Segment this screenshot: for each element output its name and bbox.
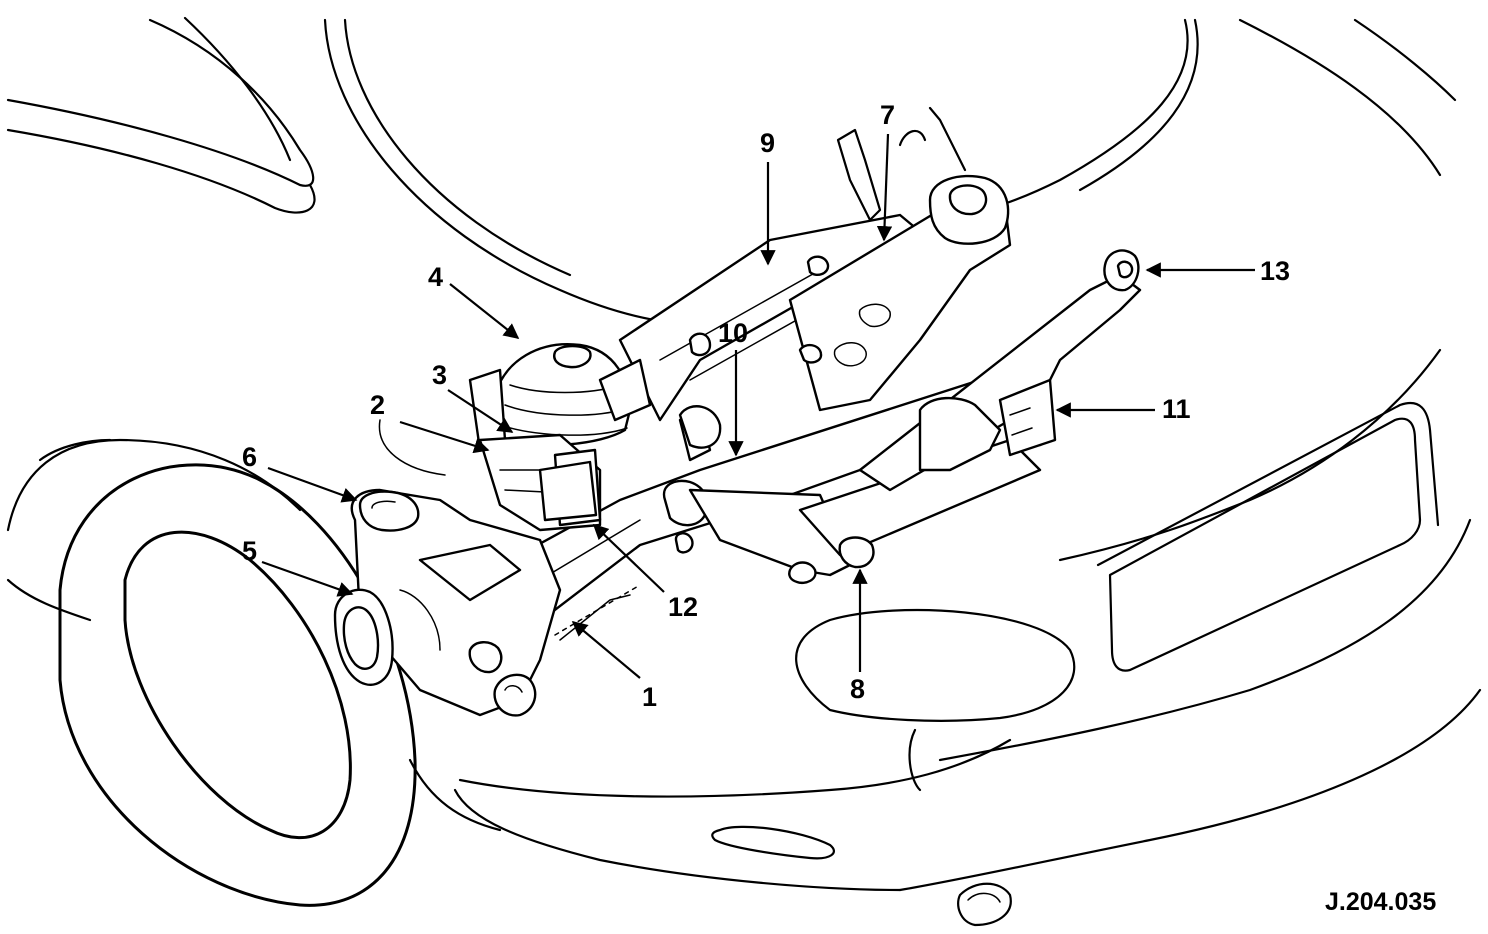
leader-12 [592,523,665,593]
leader-1 [571,621,641,679]
callout-5: 5 [242,536,257,566]
callout-13: 13 [1260,256,1290,286]
callout-2: 2 [370,390,385,420]
callout-labels: 1 2 3 4 5 6 7 8 9 10 11 12 13 [242,100,1290,712]
callout-11: 11 [1162,394,1191,424]
rear-wheel-tyre [58,463,502,907]
leader-6 [267,466,358,503]
car-body-outline [6,16,1482,927]
leader-5a [261,560,354,597]
leader-4 [449,283,520,339]
callout-12: 12 [668,592,698,622]
callout-9: 9 [760,128,775,158]
leader-2 [399,420,490,454]
leader-7 [876,133,893,242]
callout-6: 6 [242,442,257,472]
callout-3: 3 [432,360,447,390]
rear-suspension-assembly [333,106,1142,717]
leader-3 [447,389,514,433]
callout-leaders [261,133,1255,679]
drawing-reference-code: J.204.035 [1325,888,1436,916]
callout-10: 10 [718,318,748,348]
callout-1: 1 [642,682,657,712]
callout-8: 8 [850,674,865,704]
callout-4: 4 [428,262,443,292]
callout-7: 7 [880,100,895,130]
